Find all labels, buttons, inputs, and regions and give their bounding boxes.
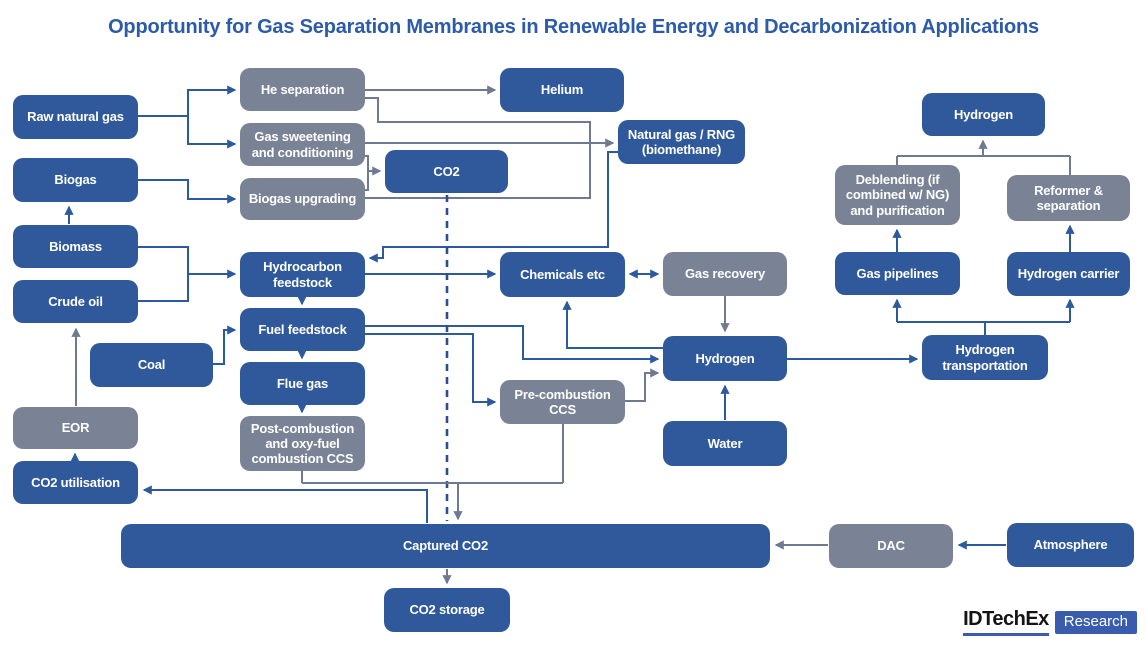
node-label: Hydrocarbon feedstock (263, 259, 342, 290)
node-deblending: Deblending (if combined w/ NG) and purif… (835, 165, 960, 225)
edge-crude-oil-to-hydrocarbon-feedstock (138, 274, 189, 302)
idtechex-logo: IDTechEx Research (963, 608, 1137, 636)
node-chemicals: Chemicals etc (500, 252, 625, 297)
node-label: Chemicals etc (520, 266, 605, 282)
node-water: Water (663, 421, 787, 466)
node-coal: Coal (90, 343, 213, 387)
node-label: Biogas upgrading (248, 191, 357, 207)
node-he-separation: He separation (240, 68, 365, 111)
node-label: Flue gas (276, 375, 329, 391)
node-natural-gas-rng: Natural gas / RNG (biomethane) (618, 120, 745, 164)
node-label: Reformer & separation (1034, 182, 1103, 213)
edge-biogas-to-biogas-upgrading (138, 179, 237, 204)
node-label: Hydrogen (695, 350, 755, 366)
node-label: CO2 utilisation (31, 474, 120, 490)
edge-biomass-to-hydrocarbon-feedstock (138, 246, 237, 279)
edge-raw-natural-gas-to-gas-sweetening (187, 116, 237, 149)
node-label: Gas recovery (685, 266, 765, 282)
node-post-combustion-ccs: Post-combustion and oxy-fuel combustion … (240, 416, 365, 471)
node-hydrocarbon-feedstock: Hydrocarbon feedstock (240, 252, 365, 297)
node-label: Hydrogen carrier (1017, 266, 1120, 282)
node-label: He separation (260, 81, 345, 97)
edge-fuel-feedstock-to-hydrogen (365, 325, 660, 364)
node-crude-oil: Crude oil (13, 280, 138, 323)
edge-biogas-upgrading-to-co2 (365, 171, 369, 191)
edge-fuel-feedstock-to-pre-combustion-ccs (365, 333, 497, 407)
node-biomass: Biomass (13, 225, 138, 268)
node-gas-recovery: Gas recovery (663, 252, 787, 296)
edge-natural-gas-rng-to-hydrocarbon-feedstock (368, 151, 618, 263)
node-label: Coal (137, 357, 166, 373)
node-label: Hydrogen transportation (942, 342, 1028, 373)
edge-pre-combustion-ccs-to-hydrogen (625, 368, 660, 402)
node-label: Raw natural gas (27, 109, 124, 125)
node-label: Hydrogen (953, 106, 1014, 122)
page-title: Opportunity for Gas Separation Membranes… (108, 16, 1039, 38)
node-label: Atmosphere (1033, 537, 1108, 553)
edge-coal-to-fuel-feedstock (213, 325, 237, 365)
node-label: Natural gas / RNG (biomethane) (627, 126, 736, 157)
node-label: EOR (61, 420, 90, 436)
edge-raw-natural-gas-to-he-separation (138, 85, 237, 117)
node-pre-combustion-ccs: Pre-combustion CCS (500, 380, 625, 424)
edge-hydrogen-to-chemicals (562, 300, 663, 349)
node-dac: DAC (829, 524, 953, 568)
node-label: Biogas (54, 172, 97, 188)
edge-captured-co2-to-co2-utilisation (142, 485, 428, 523)
research-badge: Research (1054, 610, 1137, 634)
node-hydrogen-mid: Hydrogen (663, 336, 787, 381)
node-label: Captured CO2 (402, 538, 488, 554)
edge-biogas-upgrading-to-ng-collector (365, 143, 591, 199)
edge-gas-sweetening-to-co2 (365, 155, 382, 176)
node-co2-storage: CO2 storage (384, 588, 510, 632)
node-label: Pre-combustion CCS (514, 386, 611, 417)
node-gas-pipelines: Gas pipelines (835, 252, 960, 295)
node-co2-utilisation: CO2 utilisation (13, 461, 138, 504)
node-label: CO2 storage (409, 602, 485, 618)
node-label: Post-combustion and oxy-fuel combustion … (250, 420, 355, 467)
node-label: Helium (540, 82, 584, 98)
node-gas-sweetening: Gas sweetening and conditioning (240, 123, 365, 166)
node-reformer-separation: Reformer & separation (1007, 175, 1130, 221)
node-eor: EOR (13, 407, 138, 449)
idtechex-wordmark: IDTechEx (963, 608, 1049, 636)
node-atmosphere: Atmosphere (1007, 523, 1134, 567)
node-label: Gas pipelines (856, 265, 939, 281)
node-hydrogen-transportation: Hydrogen transportation (922, 335, 1048, 380)
node-biogas-upgrading: Biogas upgrading (240, 178, 365, 220)
node-label: Gas sweetening and conditioning (251, 129, 354, 160)
node-label: CO2 (433, 163, 460, 179)
node-hydrogen-carrier: Hydrogen carrier (1007, 252, 1130, 296)
node-helium: Helium (500, 68, 624, 112)
node-label: DAC (877, 538, 905, 554)
node-label: Fuel feedstock (258, 321, 347, 337)
node-raw-natural-gas: Raw natural gas (13, 95, 138, 139)
node-captured-co2: Captured CO2 (121, 524, 770, 568)
node-biogas: Biogas (13, 158, 138, 202)
node-label: Water (707, 435, 743, 451)
edge-he-separation-to-ng-collector (365, 97, 591, 143)
node-label: Crude oil (48, 293, 103, 309)
node-label: Biomass (49, 238, 102, 254)
node-co2: CO2 (385, 150, 508, 193)
node-flue-gas: Flue gas (240, 362, 365, 405)
node-label: Deblending (if combined w/ NG) and purif… (845, 172, 950, 218)
node-hydrogen-top: Hydrogen (922, 93, 1045, 136)
node-fuel-feedstock: Fuel feedstock (240, 308, 365, 351)
